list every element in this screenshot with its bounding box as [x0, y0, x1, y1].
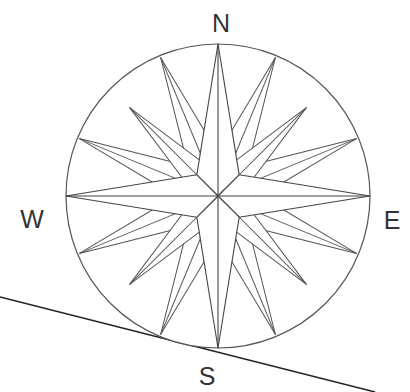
cardinal-points: [66, 44, 370, 348]
direction-label: S: [199, 364, 216, 389]
direction-label: E: [384, 208, 401, 233]
direction-label: N: [212, 11, 230, 36]
direction-label: W: [20, 207, 44, 232]
compass-ring: [66, 44, 370, 348]
